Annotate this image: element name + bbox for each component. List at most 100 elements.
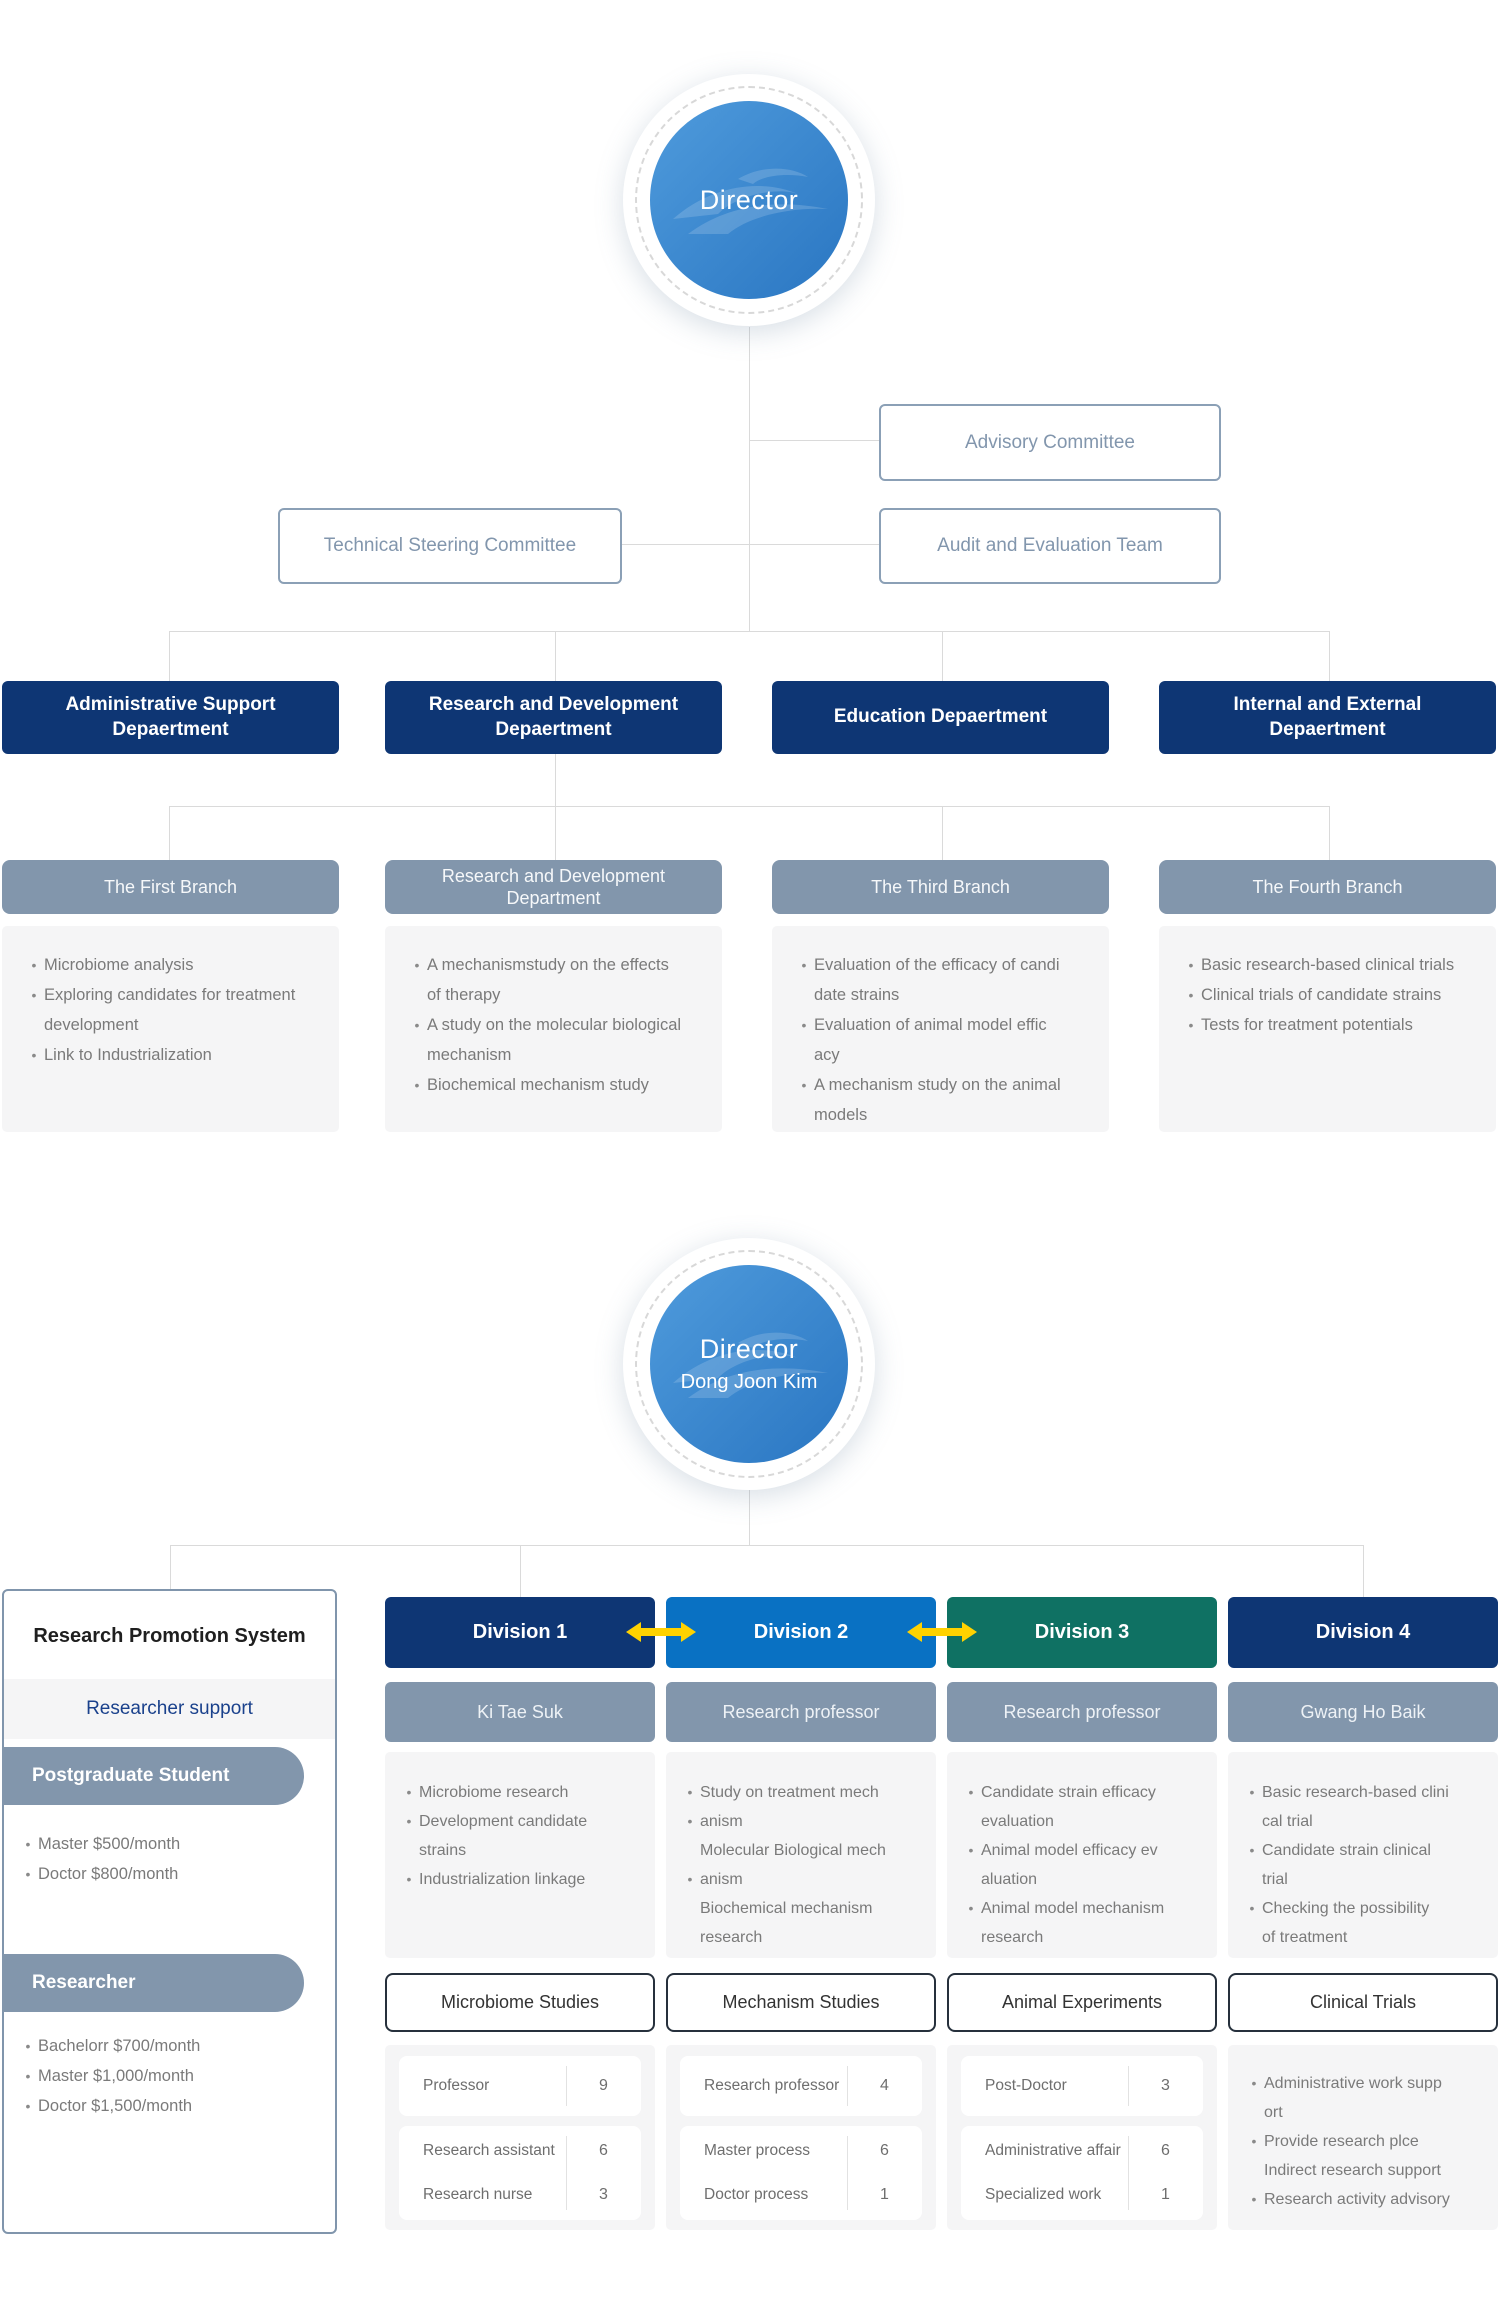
branch-2-body: •A mechanismstudy on the effects•of ther…	[385, 926, 722, 1132]
bullet-icon: •	[414, 1017, 420, 1033]
bullet-icon: •	[406, 1784, 412, 1800]
connector-line	[170, 1545, 1363, 1546]
bullet-icon: •	[406, 1871, 412, 1887]
card-divider	[846, 2066, 848, 2106]
connector-line	[555, 631, 556, 681]
division-3-header: Division 3	[947, 1597, 1217, 1668]
bullet-line: •Evaluation of the efficacy of candi	[794, 950, 1099, 980]
bullet-line: •Doctor $1,500/month	[18, 2091, 200, 2121]
researcher-pill: Researcher	[2, 1954, 304, 2012]
division-4-study-label: Clinical Trials	[1228, 1973, 1498, 2032]
card-divider	[1127, 2136, 1129, 2210]
division-1-study-label: Microbiome Studies	[385, 1973, 655, 2032]
bullet-icon: •	[968, 1784, 974, 1800]
researcher-support-band: Researcher support	[4, 1679, 335, 1739]
branch-2-header: Research and Development Department	[385, 860, 722, 914]
bullet-line: •anism	[680, 1865, 930, 1894]
director-name: Dong Joon Kim	[680, 1371, 818, 1393]
connector-line	[749, 1490, 750, 1545]
bullet-line: •development	[44, 1016, 139, 1034]
bullet-icon: •	[1188, 987, 1194, 1003]
bullet-line: •Administrative work supp	[1244, 2069, 1492, 2098]
bullet-icon: •	[801, 1077, 807, 1093]
bullet-line: •Indirect research support	[1264, 2162, 1441, 2179]
connector-line	[555, 806, 556, 860]
bullet-line: •Evaluation of animal model effic	[794, 1010, 1099, 1040]
branch-1-body: •Microbiome analysis•Exploring candidate…	[2, 926, 339, 1132]
bullet-line: •Provide research plce	[1244, 2127, 1492, 2156]
connector-line	[617, 544, 749, 545]
advisory-committee-label: Advisory Committee	[965, 431, 1135, 453]
bullet-line: •Biochemical mechanism study	[407, 1070, 712, 1100]
division-3-body: •Candidate strain efficacy•evaluation•An…	[947, 1752, 1217, 1958]
bullet-icon: •	[1188, 1017, 1194, 1033]
connector-line	[169, 631, 170, 681]
division-2-study-label: Mechanism Studies	[666, 1973, 936, 2032]
division-4-notes-panel: •Administrative work supp•ort•Provide re…	[1228, 2045, 1498, 2230]
bullet-line: •date strains	[814, 986, 900, 1004]
postgraduate-student-pill: Postgraduate Student	[2, 1747, 304, 1805]
director-circle-dashed-ring	[635, 1250, 863, 1478]
bullet-line: •Master $500/month	[18, 1829, 181, 1859]
department-box-administrative-support: Administrative Support Depaertment	[2, 681, 339, 754]
swap-arrow-icon	[626, 1622, 696, 1642]
connector-line	[1329, 631, 1330, 681]
bullet-line: •Study on treatment mech	[680, 1778, 930, 1807]
bullet-line: •Clinical trials of candidate strains	[1181, 980, 1486, 1010]
division-4-header: Division 4	[1228, 1597, 1498, 1668]
bullet-line: •Basic research-based clinical trials	[1181, 950, 1486, 980]
promotion-title: Research Promotion System	[33, 1625, 306, 1647]
bullet-line: •Animal model mechanism	[961, 1894, 1211, 1923]
division-1-header: Division 1	[385, 1597, 655, 1668]
bullet-icon: •	[25, 1866, 31, 1882]
connector-line	[170, 1545, 171, 1589]
bullet-line: •Animal model efficacy ev	[961, 1836, 1211, 1865]
bullet-line: •research	[700, 1929, 763, 1946]
bullet-line: •mechanism	[427, 1046, 512, 1064]
division-1-head-person: Ki Tae Suk	[385, 1682, 655, 1742]
bullet-icon: •	[31, 957, 37, 973]
bullet-line: •Development candidate	[399, 1807, 649, 1836]
director-title: Director	[699, 1334, 799, 1364]
bullet-icon: •	[1249, 1784, 1255, 1800]
bullet-line: •Microbiome analysis	[24, 950, 329, 980]
bullet-line: •Doctor $800/month	[18, 1859, 180, 1889]
bullet-line: •trial	[1262, 1871, 1288, 1888]
director-node-top: Director	[623, 74, 875, 326]
division-2-header: Division 2	[666, 1597, 936, 1668]
department-box-education: Education Depaertment	[772, 681, 1109, 754]
bullet-line: •Research activity advisory	[1244, 2185, 1492, 2214]
bullet-icon: •	[1251, 2133, 1257, 2149]
logo-swirl-icon	[673, 1332, 828, 1398]
connector-line	[749, 544, 879, 545]
bullet-icon: •	[25, 2038, 31, 2054]
postgraduate-student-list: •Master $500/month•Doctor $800/month	[18, 1829, 181, 1889]
researcher-list: •Bachelorr $700/month•Master $1,000/mont…	[18, 2031, 201, 2121]
bullet-icon: •	[801, 1017, 807, 1033]
technical-steering-committee-label: Technical Steering Committee	[323, 535, 577, 556]
bullet-line: •of treatment	[1262, 1929, 1348, 1946]
bullet-icon: •	[1188, 957, 1194, 973]
branch-3-body: •Evaluation of the efficacy of candi •dat…	[772, 926, 1109, 1132]
division-1-body: •Microbiome research•Development candida…	[385, 1752, 655, 1958]
bullet-line: •strains	[419, 1842, 467, 1859]
bullet-line: •Tests for treatment potentials	[1181, 1010, 1486, 1040]
card-divider	[846, 2136, 848, 2210]
department-box-internal-external: Internal and External Depaertment	[1159, 681, 1496, 754]
division-2-head-person: Research professor	[666, 1682, 936, 1742]
bullet-icon: •	[1249, 1900, 1255, 1916]
bullet-line: •A mechanism study on the animal	[794, 1070, 1099, 1100]
advisory-committee-box: Advisory Committee	[879, 404, 1221, 481]
bullet-line: •Industrialization linkage	[399, 1865, 649, 1894]
division-4-body: •Basic research-based clini•cal trial•Ca…	[1228, 1752, 1498, 1958]
bullet-line: •Basic research-based clini	[1242, 1778, 1492, 1807]
